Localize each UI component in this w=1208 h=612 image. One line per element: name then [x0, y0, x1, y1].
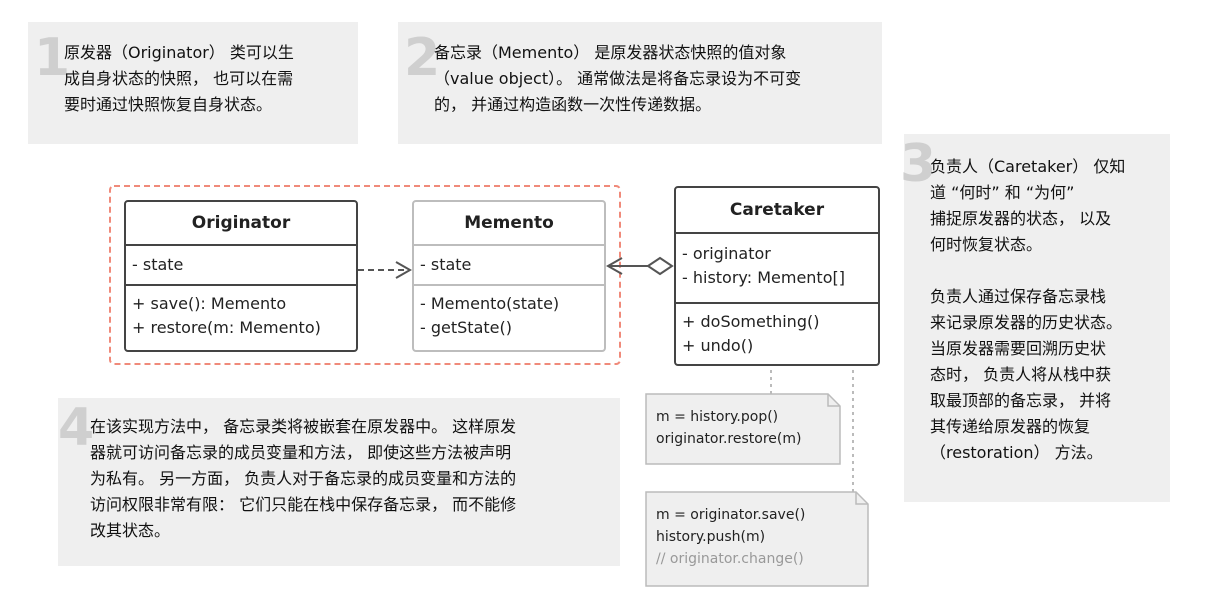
undo-code-note: m = history.pop() originator.restore(m): [656, 406, 801, 450]
note-1: 1 原发器（Originator） 类可以生 成自身状态的快照， 也可以在需 要…: [28, 22, 358, 144]
field-item: - history: Memento[]: [682, 268, 845, 287]
field-item: - originator: [682, 244, 771, 263]
class-name: Originator: [126, 202, 356, 246]
note-text: 在该实现方法中， 备忘录类将被嵌套在原发器中。 这样原发 器就可访问备忘录的成员…: [90, 417, 517, 540]
field-item: - state: [420, 255, 472, 274]
field-item: - state: [132, 255, 184, 274]
undo-code-note-fold: [827, 394, 840, 407]
note-text: 负责人（Caretaker） 仅知 道 “何时” 和 “为何” 捕捉原发器的状态…: [930, 157, 1126, 462]
originator-class: Originator - state + save(): Memento + r…: [124, 200, 358, 352]
method-item: - Memento(state): [420, 294, 560, 313]
do-something-code-note: m = originator.save() history.push(m) //…: [656, 504, 805, 570]
aggregation-diamond: [646, 256, 674, 276]
code-line: originator.restore(m): [656, 431, 802, 447]
class-fields: - originator - history: Memento[]: [676, 234, 878, 302]
method-item: + restore(m: Memento): [132, 318, 321, 337]
note-3: 3 负责人（Caretaker） 仅知 道 “何时” 和 “为何” 捕捉原发器的…: [900, 134, 1170, 502]
method-item: - getState(): [420, 318, 512, 337]
code-line: m = history.pop(): [656, 409, 779, 425]
aggregation-arrow-head: [605, 257, 623, 275]
note-number: 1: [34, 28, 71, 88]
class-fields: - state: [414, 246, 604, 284]
memento-class: Memento - state - Memento(state) - getSt…: [412, 200, 606, 352]
do-something-code-note-shape: [645, 491, 869, 587]
method-item: + undo(): [682, 336, 754, 355]
note-4: 4 在该实现方法中， 备忘录类将被嵌套在原发器中。 这样原发 器就可访问备忘录的…: [58, 398, 620, 566]
code-line: m = originator.save(): [656, 507, 806, 523]
note-number: 3: [900, 134, 937, 194]
note-number: 4: [58, 398, 95, 458]
class-methods: + save(): Memento + restore(m: Memento): [126, 284, 356, 340]
class-methods: + doSomething() + undo(): [676, 302, 878, 358]
code-comment: // originator.change(): [656, 551, 804, 567]
undo-code-note-shape: [645, 393, 841, 465]
dependency-arrow-head: [395, 261, 413, 279]
nested-group-outline: [109, 185, 621, 365]
class-fields: - state: [126, 246, 356, 284]
note-text: 备忘录（Memento） 是原发器状态快照的值对象 （value object）…: [434, 43, 802, 114]
class-name: Caretaker: [676, 188, 878, 234]
code-line: history.push(m): [656, 529, 766, 545]
note-text: 原发器（Originator） 类可以生 成自身状态的快照， 也可以在需 要时通…: [64, 43, 294, 114]
caretaker-class: Caretaker - originator - history: Mement…: [674, 186, 880, 366]
note-number: 2: [404, 28, 441, 88]
class-methods: - Memento(state) - getState(): [414, 284, 604, 340]
note-2: 2 备忘录（Memento） 是原发器状态快照的值对象 （value objec…: [398, 22, 882, 144]
method-item: + save(): Memento: [132, 294, 287, 313]
method-item: + doSomething(): [682, 312, 820, 331]
class-name: Memento: [414, 202, 604, 246]
do-something-code-note-fold: [855, 492, 868, 505]
